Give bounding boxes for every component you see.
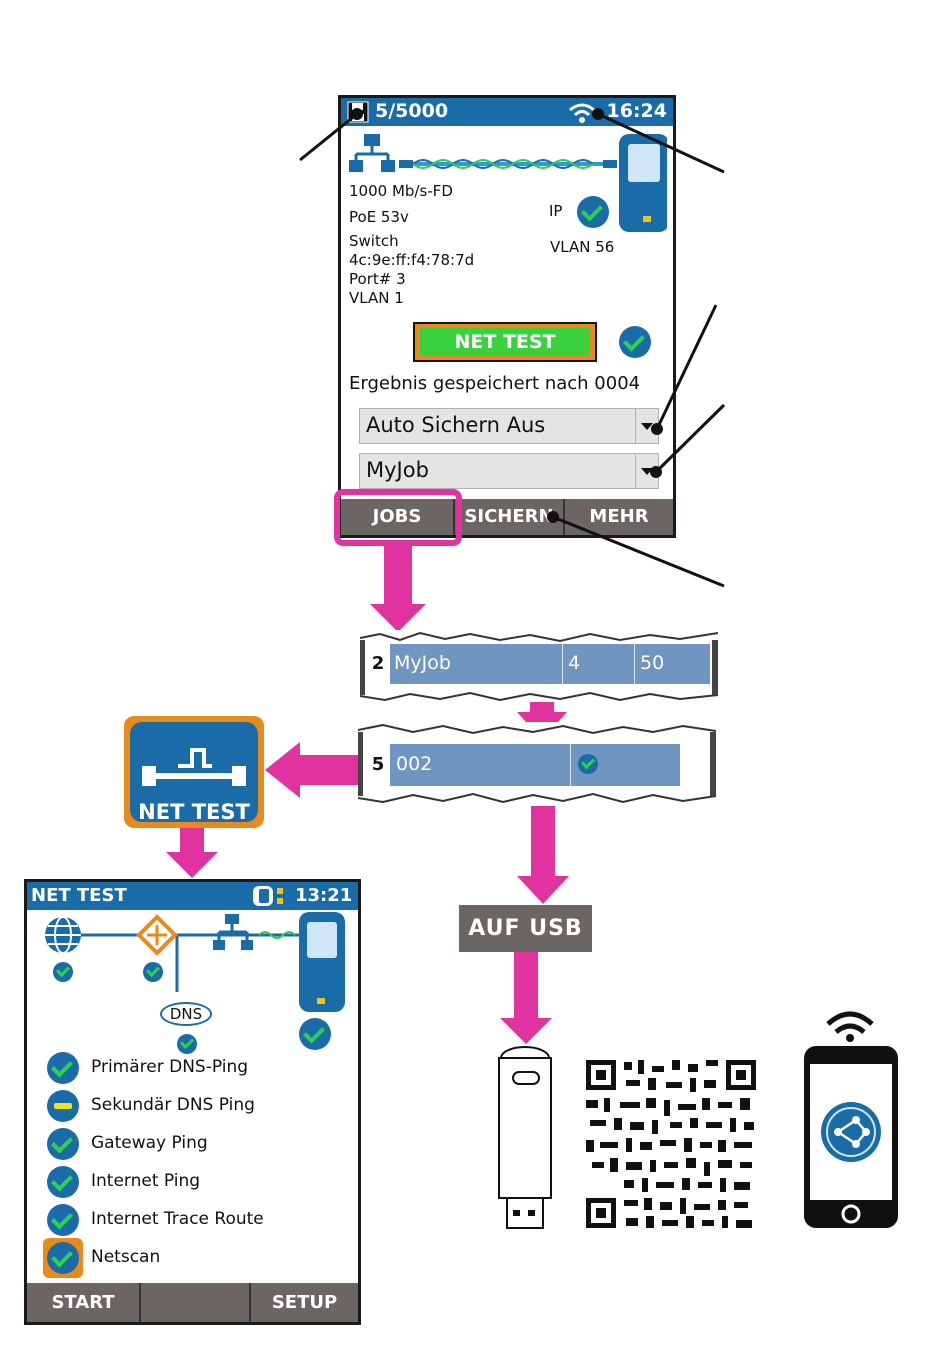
switch-icon — [213, 914, 253, 950]
wifi-icon — [826, 1011, 874, 1042]
softkey-setup[interactable]: SETUP — [249, 1283, 358, 1322]
job-name: MyJob — [394, 652, 451, 674]
link-speed: 1000 Mb/s-FD — [349, 182, 453, 200]
column-divider — [634, 644, 635, 684]
status-bar: NET TEST 13:21 — [27, 882, 358, 910]
test-row[interactable]: 002 — [390, 744, 680, 786]
auf-usb-button[interactable]: AUF USB — [459, 905, 592, 952]
row-number: 5 — [368, 744, 388, 786]
job-select-value: MyJob — [366, 458, 429, 482]
test-label: Internet Ping — [91, 1171, 201, 1191]
tester-device-icon — [299, 912, 345, 1012]
pass-icon — [47, 1242, 79, 1274]
column-divider — [562, 644, 563, 684]
chevron-down-icon[interactable] — [635, 454, 658, 488]
test-label: Sekundär DNS Ping — [91, 1095, 255, 1115]
test-label: Netscan — [91, 1247, 161, 1267]
app-icon-label: NET TEST — [138, 800, 250, 824]
qr-code-icon — [586, 1060, 756, 1228]
tests-list-strip: 5 002 — [358, 722, 716, 806]
gateway-pass-icon — [143, 962, 163, 982]
job-row[interactable]: MyJob 4 50 — [390, 644, 710, 684]
network-app-icon — [821, 1102, 881, 1162]
internet-pass-icon — [53, 962, 73, 982]
device-screen: 5/5000 16:24 1000 Mb/s-FD PoE 53v Switch… — [338, 95, 676, 538]
net-test-button-label: NET TEST — [420, 328, 590, 356]
globe-icon — [45, 916, 81, 954]
pass-icon — [47, 1166, 79, 1198]
smartphone-icon — [804, 1011, 898, 1228]
saved-count: 5/5000 — [375, 100, 449, 122]
autosave-select-value: Auto Sichern Aus — [366, 413, 546, 437]
test-pass-icon — [578, 754, 598, 774]
net-test-app-icon[interactable]: NET TEST — [124, 716, 264, 828]
ip-vlan: VLAN 56 — [550, 238, 615, 256]
dns-pass-icon — [177, 1034, 197, 1054]
test-label: Gateway Ping — [91, 1133, 208, 1153]
softkey-mehr[interactable]: MEHR — [563, 499, 673, 535]
battery-icon — [253, 886, 283, 906]
screen-title: NET TEST — [31, 885, 127, 906]
jobs-list-strip: 2 MyJob 4 50 — [360, 630, 718, 702]
job-value: 50 — [640, 652, 665, 674]
device-pass-icon — [299, 1018, 331, 1050]
torn-paper-edge — [358, 723, 716, 804]
test-name: 002 — [396, 753, 433, 775]
switch-icon — [349, 134, 395, 172]
switch-port: Port# 3 — [349, 270, 406, 288]
softkey-start[interactable]: START — [51, 1292, 115, 1313]
row-number: 2 — [368, 644, 388, 684]
softkey-bar: START SETUP — [27, 1283, 358, 1322]
job-select[interactable]: MyJob — [359, 453, 659, 489]
wifi-icon — [569, 103, 595, 123]
status-bar: 5/5000 16:24 — [341, 98, 673, 126]
router-icon — [136, 914, 178, 956]
ip-pass-icon — [577, 196, 609, 228]
clock: 13:21 — [295, 885, 353, 906]
chevron-down-icon[interactable] — [635, 409, 658, 443]
switch-label: Switch — [349, 232, 399, 250]
test-label: Primärer DNS-Ping — [91, 1057, 249, 1077]
switch-mac: 4c:9e:ff:f4:78:7d — [349, 251, 475, 269]
app-icon-background — [130, 722, 258, 822]
link-topology — [349, 134, 667, 232]
torn-paper-edge — [360, 631, 718, 702]
flow-arrows — [166, 546, 569, 1044]
jobs-highlight — [334, 489, 462, 546]
cable-test-icon — [142, 748, 246, 786]
tester-device-icon — [619, 134, 667, 232]
dns-label: DNS — [160, 1002, 212, 1026]
pass-icon — [47, 1052, 79, 1084]
pass-icon — [47, 1128, 79, 1160]
softkey-sichern[interactable]: SICHERN — [453, 499, 563, 535]
net-test-pass-icon — [619, 326, 651, 358]
warning-icon — [47, 1090, 79, 1122]
result-text: Ergebnis gespeichert nach 0004 — [349, 373, 641, 394]
softkey-blank[interactable] — [139, 1283, 249, 1322]
softkey-bar: JOBS SICHERN MEHR — [341, 499, 673, 535]
net-test-button[interactable]: NET TEST — [413, 322, 597, 362]
ip-label: IP — [549, 202, 563, 220]
softkey-jobs[interactable]: JOBS — [372, 506, 422, 527]
autosave-select[interactable]: Auto Sichern Aus — [359, 408, 659, 444]
switch-vlan: VLAN 1 — [349, 289, 404, 307]
pass-icon — [47, 1204, 79, 1236]
column-divider — [570, 744, 571, 786]
clock: 16:24 — [606, 100, 667, 122]
network-topology — [45, 912, 345, 1012]
usb-stick-icon — [498, 1046, 552, 1229]
test-label: Internet Trace Route — [91, 1209, 264, 1229]
net-test-screen: NET TEST 13:21 — [24, 879, 361, 1325]
poe-voltage: PoE 53v — [349, 208, 409, 226]
job-tests-count: 4 — [568, 652, 581, 674]
